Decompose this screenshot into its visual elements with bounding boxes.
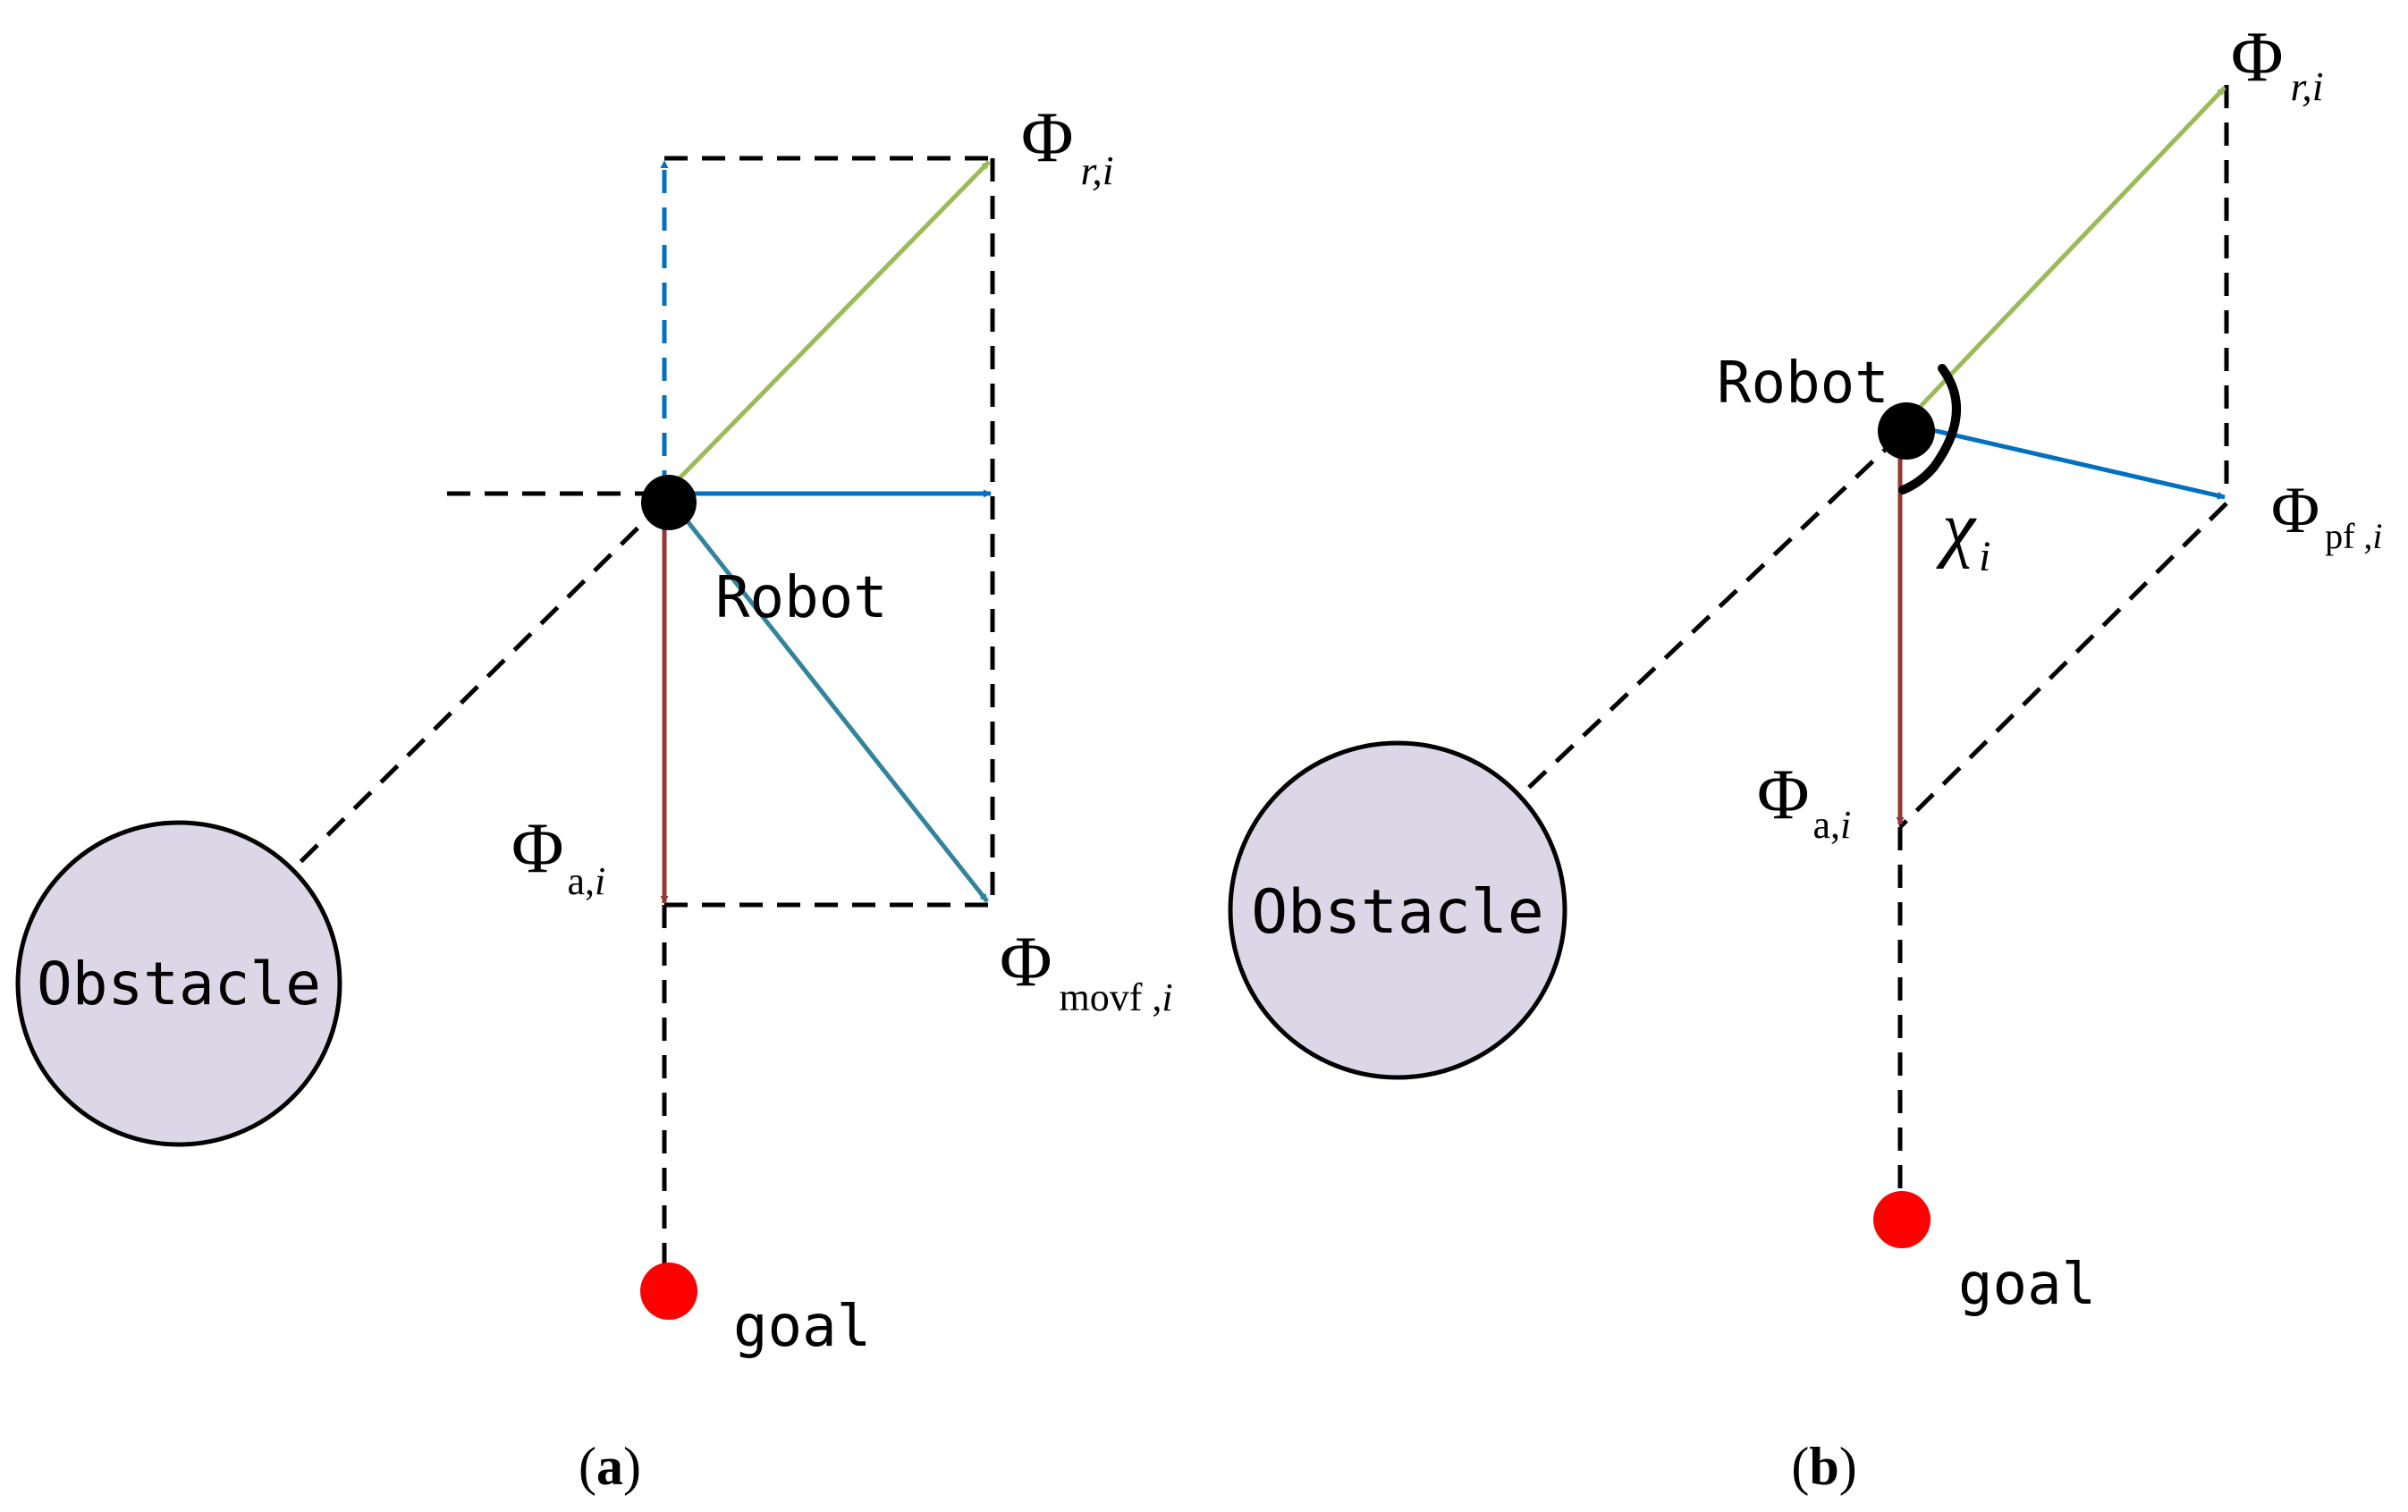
panel-b-phi-pf-subscript: pf ,: [2325, 516, 2372, 556]
panel-a-phi-movf-symbol: Φ: [1000, 923, 1052, 1001]
panel-a-phi-r-subscript: r,i: [1080, 148, 1113, 193]
panel-b-caption-open: (: [1791, 1437, 1809, 1496]
panel-a-phi-a-subscript-i: i: [595, 859, 605, 903]
panel-b-angle-arc: [1898, 364, 1961, 494]
panel-a-phi-movf-subscript: movf ,: [1059, 976, 1162, 1019]
panel-a-phi-a-symbol: Φ: [511, 809, 563, 888]
panel-b-robot: [1878, 402, 1935, 460]
panel-a-robot: [641, 475, 697, 530]
panel-b-repulsive-arrow: [1905, 86, 2226, 422]
panel-a-obstacle-label: Obstacle: [37, 950, 321, 1018]
panel-b-obstacle: [1228, 740, 1567, 1080]
panel-b-phi-a-symbol: Φ: [1757, 756, 1809, 834]
panel-b-phi-r-symbol: Φ: [2231, 18, 2283, 97]
panel-b-caption-close: ): [1839, 1437, 1857, 1496]
panel-a-caption-close: ): [623, 1437, 641, 1496]
panel-b-phi-pf-symbol: Φ: [2271, 474, 2319, 547]
panel-b-phi-r-subscript: r,i: [2290, 63, 2323, 109]
panel-b-chi-label: χi: [1936, 486, 1990, 580]
panel-b-phi-a-subscript: a,: [1812, 803, 1840, 847]
panel-b-goal-label: goal: [1958, 1252, 2096, 1318]
panel-b-dashed-lines: [1518, 85, 2229, 1198]
panel-a-caption-letter: a: [596, 1437, 623, 1496]
panel-b-obstacle-label: Obstacle: [1251, 877, 1544, 948]
panel-a-caption-open: (: [579, 1437, 596, 1496]
panel-a-repulsive-arrow: [669, 160, 991, 489]
panel-b-caption-letter: b: [1809, 1437, 1838, 1496]
panel-b-phi-a-subscript-i: i: [1840, 803, 1851, 847]
panel-a-phi-movf-subscript-i: i: [1162, 976, 1172, 1019]
panel-b-dashed-diagonal-lower: [1898, 502, 2228, 829]
panel-a-movf-arrow: [675, 506, 989, 903]
panel-a-caption: (a): [579, 1437, 641, 1496]
panel-b-pf-arrow: [1920, 425, 2226, 500]
panel-a-dashed-to-obstacle: [293, 500, 666, 869]
panel-b-phi-a-label: Φa,i: [1757, 756, 1851, 847]
panel-a-goal: [640, 1263, 697, 1320]
panel-a-dashed-lines: [293, 156, 995, 1288]
panel-b-chi-symbol: χ: [1936, 486, 1977, 570]
panel-a-phi-a-label: Φa,i: [511, 809, 605, 903]
panel-a-obstacle: [15, 820, 342, 1147]
panel-b-robot-label: Robot: [1717, 351, 1889, 417]
panel-a-goal-label: goal: [733, 1294, 871, 1360]
panel-b-goal: [1873, 1191, 1931, 1248]
panel-b-phi-pf-subscript-i: i: [2372, 516, 2382, 556]
panel-a-phi-r-symbol: Φ: [1021, 98, 1073, 177]
panel-b-caption: (b): [1791, 1437, 1856, 1496]
panel-b-chi-subscript: i: [1979, 533, 1990, 580]
panel-b-dashed-to-obstacle: [1518, 434, 1902, 798]
panel-a-phi-a-subscript: a,: [567, 859, 595, 903]
panel-a-robot-label: Robot: [715, 565, 888, 631]
